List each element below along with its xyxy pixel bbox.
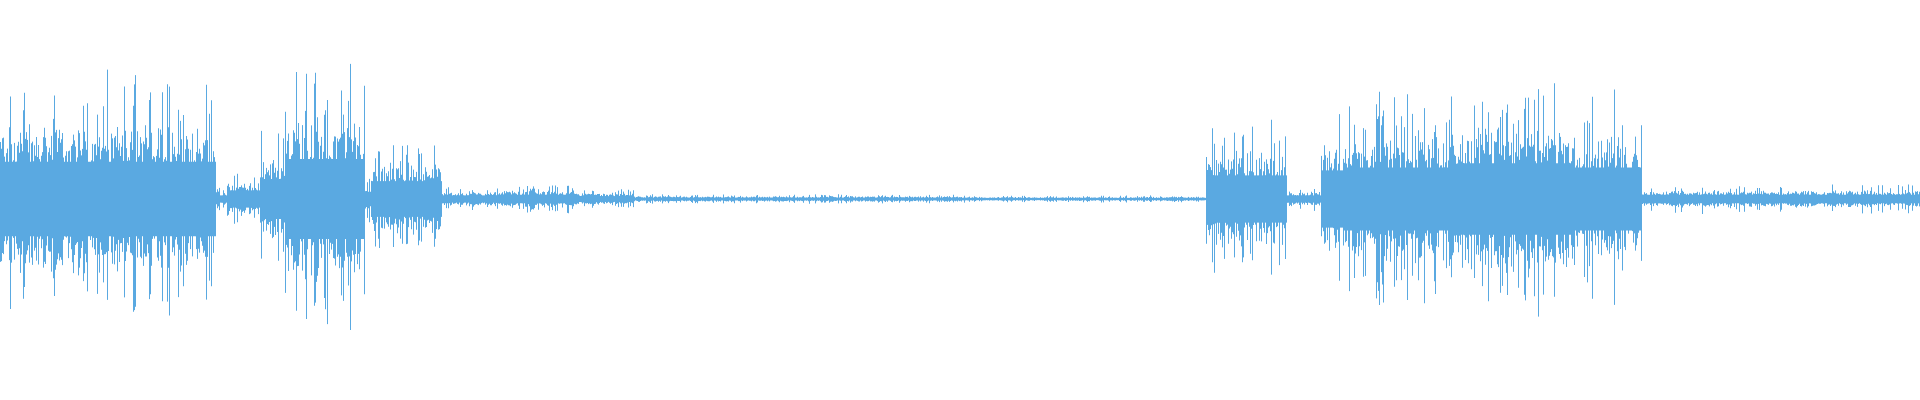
- waveform-bars: [0, 63, 1920, 330]
